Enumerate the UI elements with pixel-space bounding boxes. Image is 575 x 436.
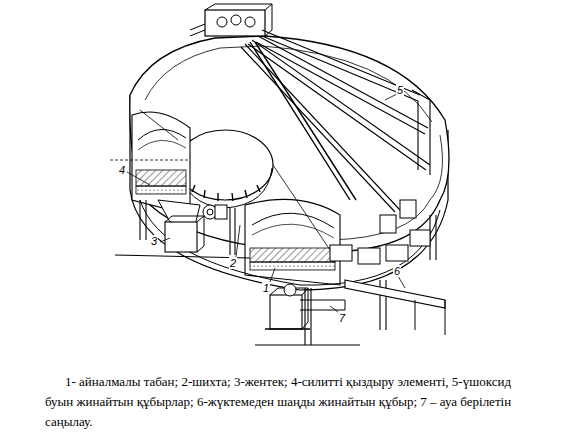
figure-caption: 1- айналмалы табан; 2-шихта; 3-жентек; 4… [45, 372, 533, 432]
callout-number: 7 [338, 312, 346, 324]
callout-number: 4 [118, 164, 126, 176]
callout-number: 1 [262, 282, 270, 294]
callout-number: 3 [150, 235, 158, 247]
callout-number: 2 [229, 257, 237, 269]
callout-number: 5 [396, 84, 404, 96]
callout-number: 6 [393, 265, 401, 277]
